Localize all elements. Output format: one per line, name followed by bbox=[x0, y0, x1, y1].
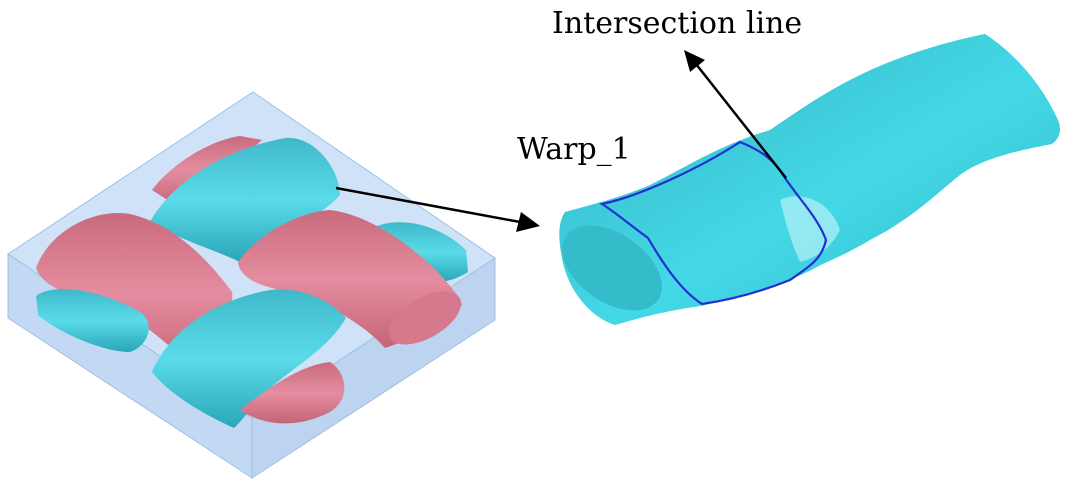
weft-yarn-right-end bbox=[388, 291, 462, 345]
warp-yarn-top bbox=[150, 137, 340, 262]
warp-yarn-cut-face bbox=[562, 225, 662, 311]
intersection-line-label: Intersection line bbox=[552, 6, 803, 41]
unit-cell-model bbox=[7, 91, 496, 479]
warp-yarn-isolated bbox=[559, 34, 1060, 325]
warp-yarn-body bbox=[559, 34, 1060, 325]
intersection-curve bbox=[599, 140, 828, 306]
pointer-arrow bbox=[335, 186, 540, 232]
warp-label: Warp_1 bbox=[517, 132, 631, 167]
weft-yarn-front bbox=[240, 362, 345, 424]
intersection-arrow bbox=[684, 50, 787, 179]
warp-yarn-left-end bbox=[36, 289, 149, 352]
warp-yarn-front bbox=[152, 289, 346, 428]
